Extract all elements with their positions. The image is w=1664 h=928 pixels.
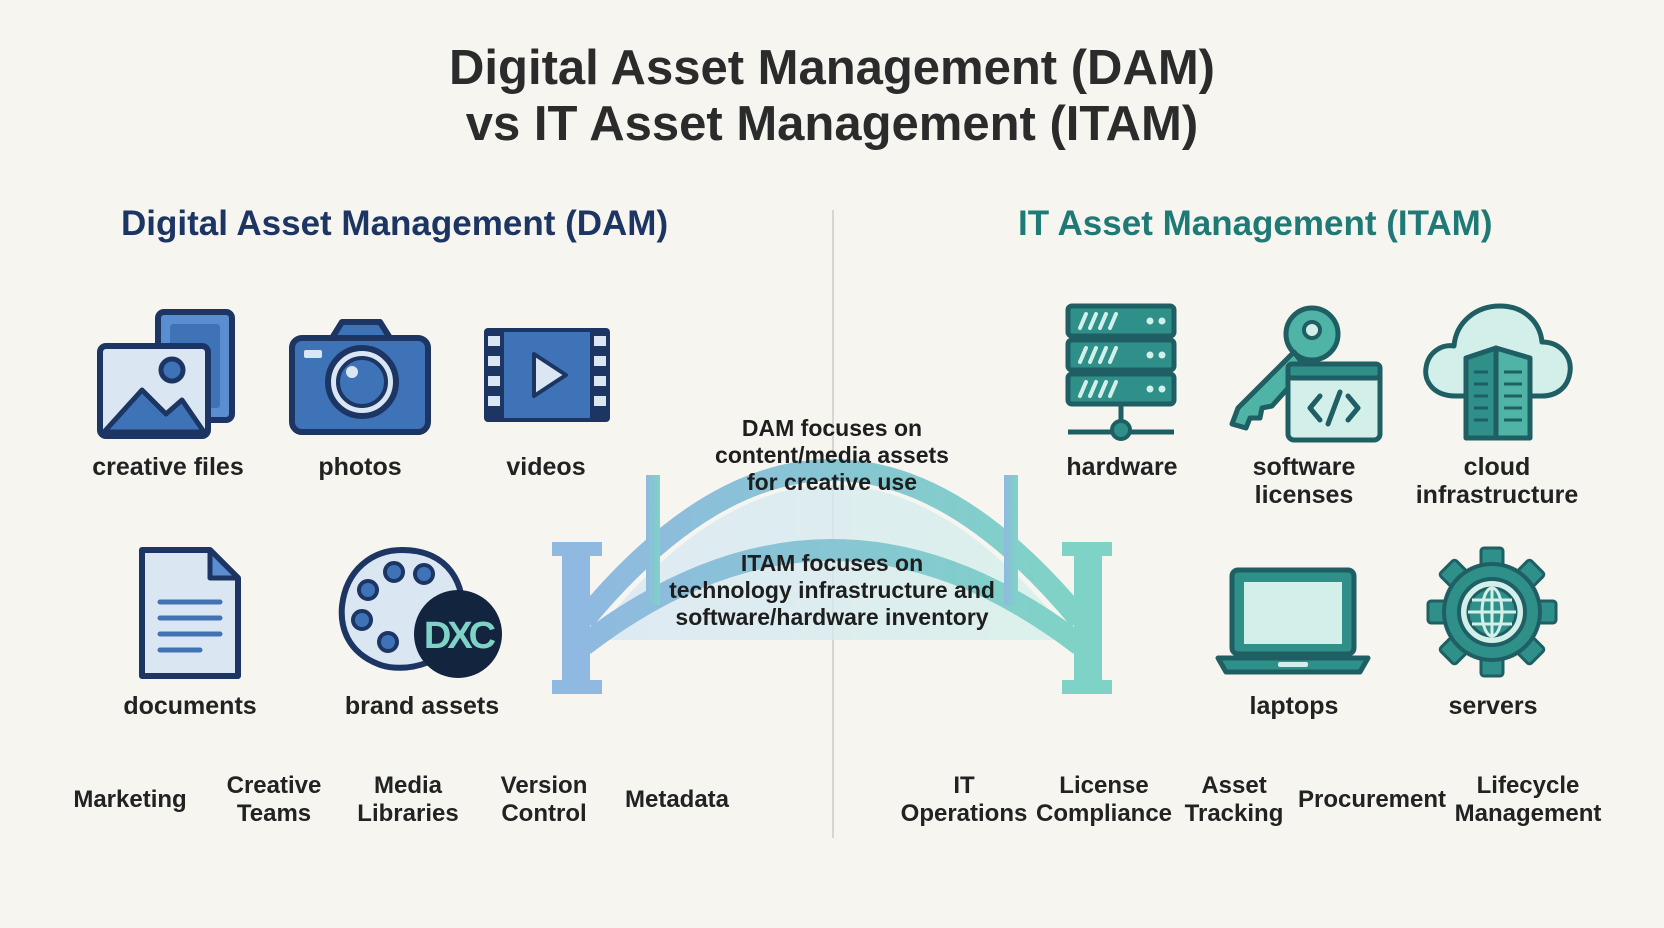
itam-category-1: IT Operations: [900, 772, 1028, 827]
dam-category-4: Version Control: [500, 772, 588, 827]
dam-category-2: Creative Teams: [226, 772, 322, 827]
bridge-graphic: [552, 459, 1112, 694]
brand-logo: DXC: [423, 615, 496, 657]
photos-icon: [289, 319, 431, 435]
label-cloud-infrastructure: cloud infrastructure: [1415, 453, 1579, 509]
page-title-line2: vs IT Asset Management (ITAM): [465, 97, 1199, 151]
videos-icon: [484, 328, 610, 422]
label-laptops: laptops: [1249, 692, 1339, 720]
creative-files-icon: [97, 309, 235, 439]
label-brand-assets: brand assets: [344, 692, 500, 720]
laptop-icon: [1215, 567, 1371, 675]
hardware-icon: [1065, 303, 1177, 441]
itam-category-4: Procurement: [1297, 786, 1447, 813]
dam-category-5: Metadata: [624, 786, 730, 813]
label-creative-files: creative files: [92, 453, 244, 481]
software-licenses-icon: [1229, 305, 1383, 443]
itam-category-5: Lifecycle Management: [1454, 772, 1602, 827]
brand-assets-icon: [338, 546, 502, 678]
bridge-dam-text: DAM focuses on content/media assets for …: [715, 415, 949, 495]
label-photos: photos: [318, 453, 402, 481]
dam-category-1: Marketing: [73, 786, 187, 813]
label-documents: documents: [123, 692, 257, 720]
dam-category-3: Media Libraries: [357, 772, 459, 827]
page-title-line1: Digital Asset Management (DAM): [449, 41, 1215, 95]
itam-category-3: Asset Tracking: [1184, 772, 1284, 827]
label-software-licenses: software licenses: [1252, 453, 1356, 509]
label-videos: videos: [506, 453, 586, 481]
dam-heading: Digital Asset Management (DAM): [121, 204, 669, 243]
servers-gear-icon: [1426, 546, 1558, 678]
itam-heading: IT Asset Management (ITAM): [1018, 204, 1493, 243]
documents-icon: [139, 547, 241, 679]
itam-category-2: License Compliance: [1035, 772, 1173, 827]
label-hardware: hardware: [1066, 453, 1178, 481]
label-servers: servers: [1448, 692, 1538, 720]
cloud-infrastructure-icon: [1423, 303, 1573, 441]
bridge-itam-text: ITAM focuses on technology infrastructur…: [669, 550, 995, 630]
